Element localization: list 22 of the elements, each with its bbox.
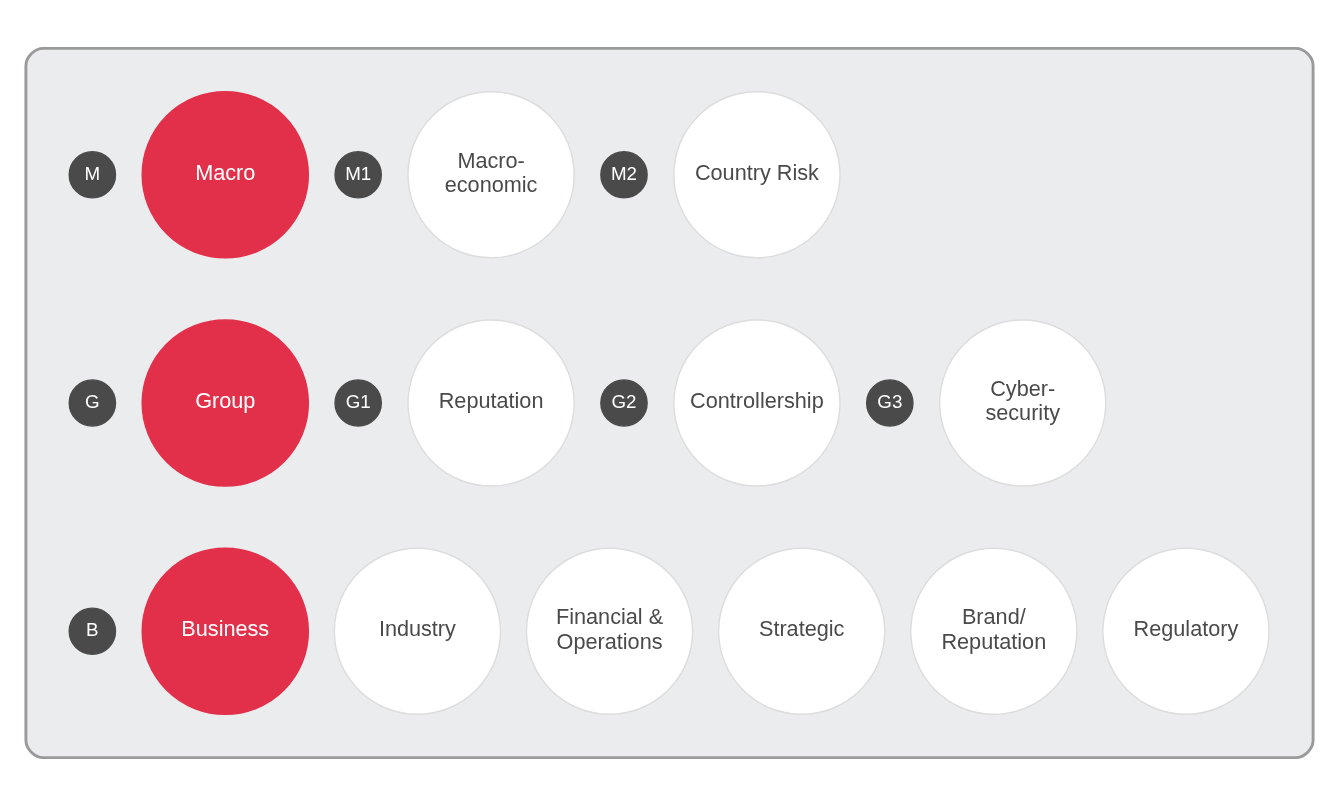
node-circle: Strategic — [717, 546, 886, 715]
node-circle: Cyber- security — [938, 318, 1107, 487]
node-circle: Financial & Operations — [525, 546, 694, 715]
cluster — [24, 46, 1315, 759]
node-circle: G2 — [600, 378, 648, 427]
node-circle: M — [68, 150, 117, 199]
node-circle: Business — [141, 546, 310, 715]
node-circle: Industry — [333, 546, 502, 715]
node-circle: Brand/ Reputation — [910, 546, 1078, 715]
node-circle: Regulatory — [1102, 546, 1270, 715]
node-circle: M2 — [600, 150, 648, 199]
node-circle: Reputation — [407, 318, 575, 487]
node-circle: G — [68, 378, 117, 427]
node-circle: G3 — [866, 378, 914, 427]
node-circle: B — [68, 606, 117, 655]
node-circle: Group — [141, 318, 310, 487]
node-circle: Macro — [141, 90, 310, 259]
node-circle: Macro- economic — [407, 90, 575, 259]
node-circle: M1 — [334, 150, 382, 199]
node-circle: G1 — [334, 378, 382, 427]
node-circle: Country Risk — [673, 90, 841, 259]
node-circle: Controllership — [673, 318, 841, 487]
